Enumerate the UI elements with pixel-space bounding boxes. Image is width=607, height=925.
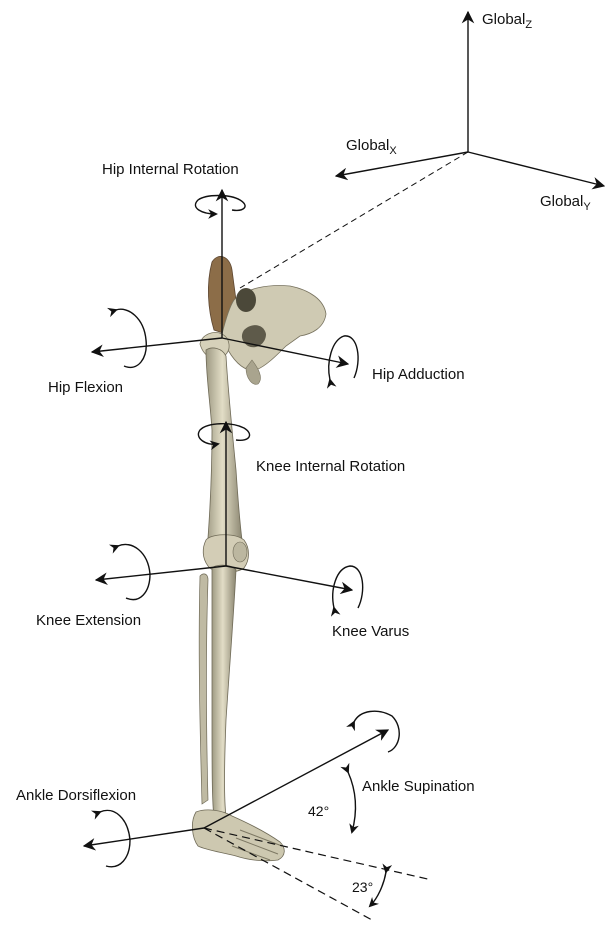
global-z-label: GlobalZ (482, 12, 532, 31)
hip-flexion-label: Hip Flexion (48, 380, 123, 395)
global-y-base: Global (540, 193, 583, 210)
global-y-sub: Y (583, 201, 590, 213)
global-y-label: GlobalY (540, 194, 591, 213)
hip-flexion-arrow (116, 309, 146, 367)
ankle-supination-arrow (354, 711, 399, 752)
knee-extension-label: Knee Extension (36, 613, 141, 628)
ankle-supination-axis (204, 730, 388, 828)
ankle-dorsiflexion-axis (84, 828, 204, 846)
angle-42-arc (348, 772, 355, 832)
foot-reference-line (204, 828, 372, 920)
angle-23-label: 23° (352, 880, 373, 894)
hip-adduction-arrow (329, 336, 358, 380)
hip-adduction-label: Hip Adduction (372, 367, 465, 382)
ankle-dorsiflexion-label: Ankle Dorsiflexion (16, 788, 136, 803)
ankle-axes (84, 711, 432, 920)
fibula-bone (199, 574, 208, 804)
skeleton (192, 256, 326, 860)
ankle-dorsiflexion-arrow (100, 810, 130, 866)
ankle-supination-label: Ankle Supination (362, 779, 475, 794)
tibia-bone (212, 565, 236, 818)
global-frame (240, 12, 604, 288)
hip-internal-rotation-label: Hip Internal Rotation (102, 162, 239, 177)
knee-extension-arrow (118, 544, 150, 599)
global-x-base: Global (346, 137, 389, 154)
patella (233, 542, 247, 562)
sacrum (236, 288, 256, 312)
global-x-sub: X (389, 145, 396, 157)
global-z-sub: Z (525, 19, 532, 31)
angle-42-label: 42° (308, 804, 329, 818)
hip-internal-rotation-arrow (195, 196, 245, 215)
femur-bone (206, 348, 242, 552)
global-x-label: GlobalX (346, 138, 397, 157)
knee-internal-rotation-label: Knee Internal Rotation (256, 459, 405, 474)
foot-bones (192, 810, 284, 861)
global-z-base: Global (482, 11, 525, 28)
global-y-axis (468, 152, 604, 186)
knee-varus-label: Knee Varus (332, 624, 409, 639)
